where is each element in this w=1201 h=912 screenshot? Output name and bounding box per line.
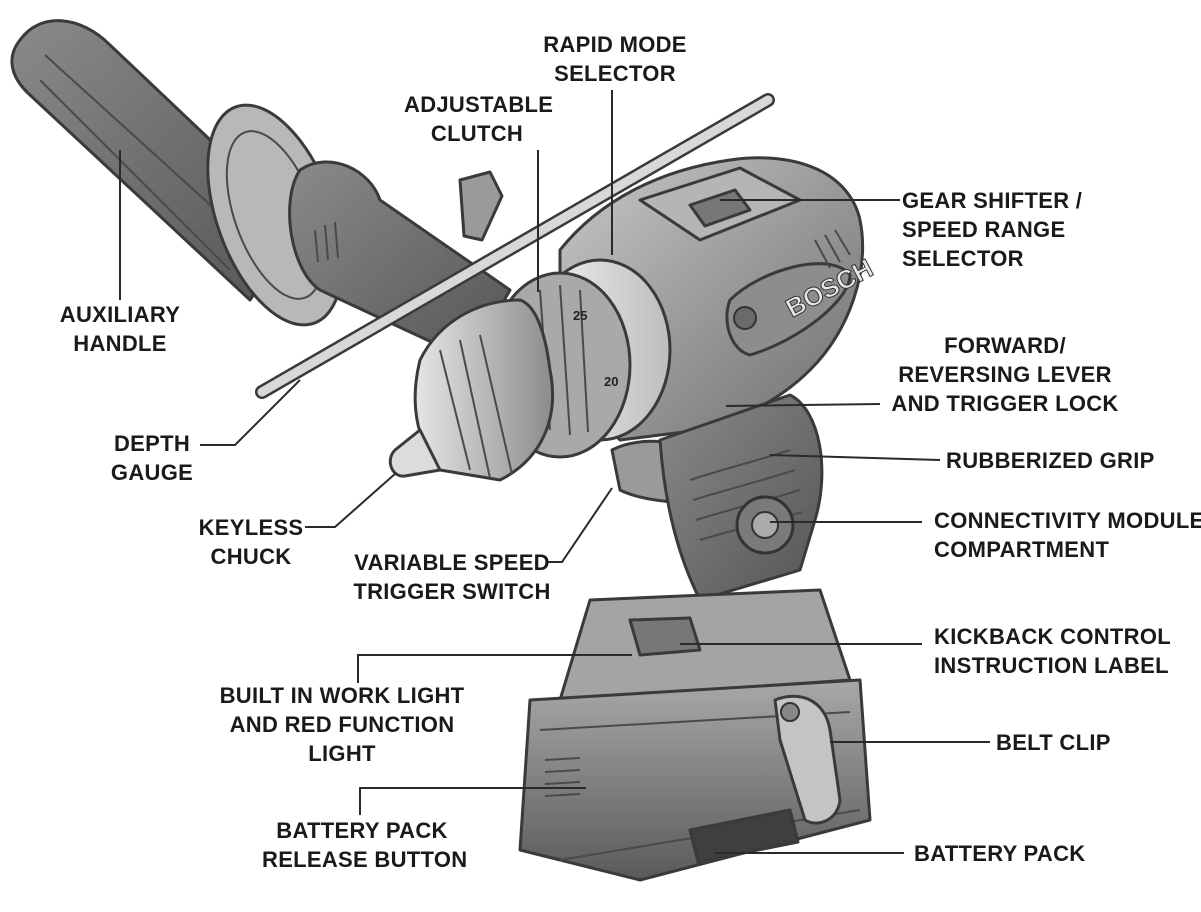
depth-gauge-rod-art xyxy=(255,93,775,399)
clutch-and-chuck-art xyxy=(388,258,672,482)
label-kickback-control: KICKBACK CONTROL INSTRUCTION LABEL xyxy=(934,624,1172,678)
leader-work-light xyxy=(357,654,632,683)
label-forward-reversing-lever: FORWARD/ REVERSING LEVER AND TRIGGER LOC… xyxy=(891,333,1119,416)
label-auxiliary-handle: AUXILIARY HANDLE xyxy=(59,302,181,356)
label-work-light: BUILT IN WORK LIGHT AND RED FUNCTION LIG… xyxy=(219,683,465,766)
auxiliary-handle-art xyxy=(10,19,512,362)
clutch-number-20: 20 xyxy=(604,374,618,389)
label-rapid-mode-selector: RAPID MODE SELECTOR xyxy=(543,32,687,86)
leader-rubberized-grip xyxy=(769,454,941,461)
label-battery-release-button: BATTERY PACK RELEASE BUTTON xyxy=(262,818,468,872)
label-gear-shifter: GEAR SHIFTER / SPEED RANGE SELECTOR xyxy=(902,188,1083,271)
label-keyless-chuck: KEYLESS CHUCK xyxy=(198,515,304,569)
label-belt-clip: BELT CLIP xyxy=(996,730,1111,755)
leader-lines xyxy=(119,90,990,854)
label-variable-speed-trigger: VARIABLE SPEED TRIGGER SWITCH xyxy=(353,550,551,604)
label-adjustable-clutch: ADJUSTABLE CLUTCH xyxy=(404,92,554,146)
leader-variable-speed xyxy=(548,487,613,563)
label-rubberized-grip: RUBBERIZED GRIP xyxy=(946,448,1155,473)
label-depth-gauge: DEPTH GAUGE xyxy=(110,431,194,485)
grip-art xyxy=(610,393,824,602)
belt-clip-art xyxy=(773,694,842,825)
leader-depth-gauge xyxy=(200,379,301,446)
label-battery-pack: BATTERY PACK xyxy=(914,841,1086,866)
label-connectivity-module: CONNECTIVITY MODULE COMPARTMENT xyxy=(934,508,1201,562)
leader-keyless-chuck xyxy=(305,472,397,528)
clutch-number-25: 25 xyxy=(573,308,587,323)
leader-forward-reversing xyxy=(725,403,881,407)
leader-battery-release xyxy=(359,787,586,815)
